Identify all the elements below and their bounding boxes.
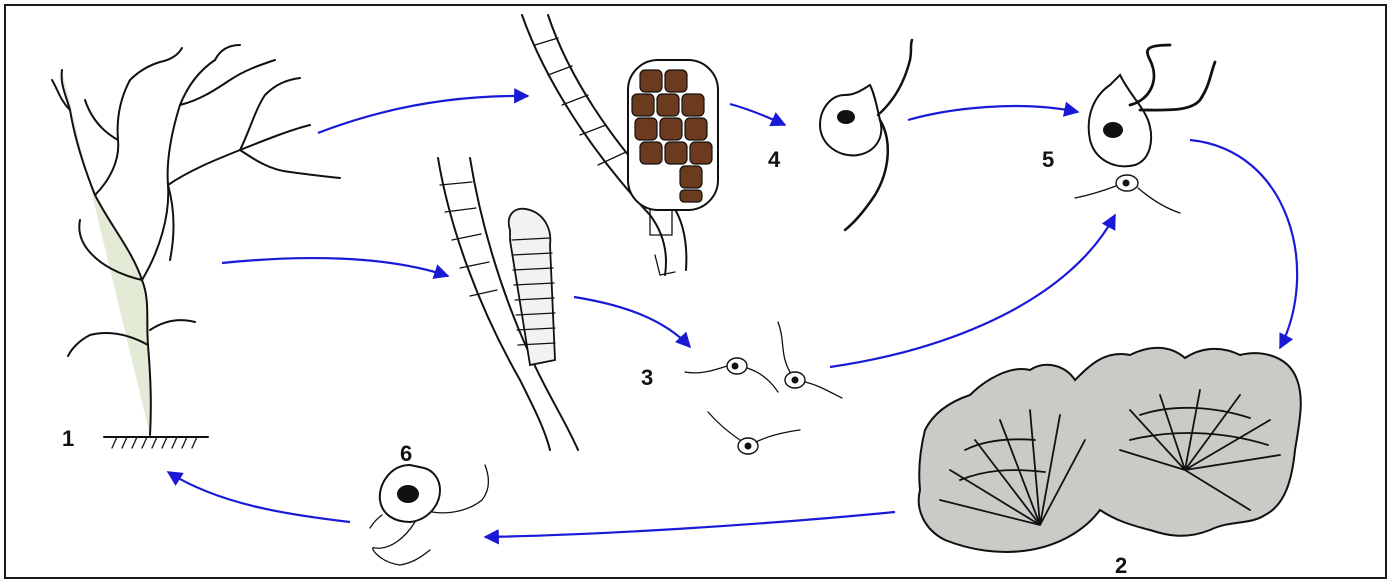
branched-thallus-plant	[52, 45, 340, 448]
zygote-stage-6	[370, 465, 488, 565]
plurilocular-sporangium	[522, 15, 718, 275]
stage-label-6: 6	[400, 441, 412, 466]
crustose-sporophyte	[919, 348, 1301, 552]
stage-label-1: 1	[62, 426, 74, 451]
unilocular-sporangium	[438, 158, 578, 450]
gamete-stage-4	[820, 40, 912, 230]
stage-label-5: 5	[1042, 147, 1054, 172]
stage-label-4: 4	[768, 147, 781, 172]
zoospores	[685, 322, 842, 454]
stage-label-3: 3	[641, 365, 653, 390]
stage-label-2: 2	[1115, 553, 1127, 578]
gamete-fusion-stage-5	[1075, 45, 1215, 213]
